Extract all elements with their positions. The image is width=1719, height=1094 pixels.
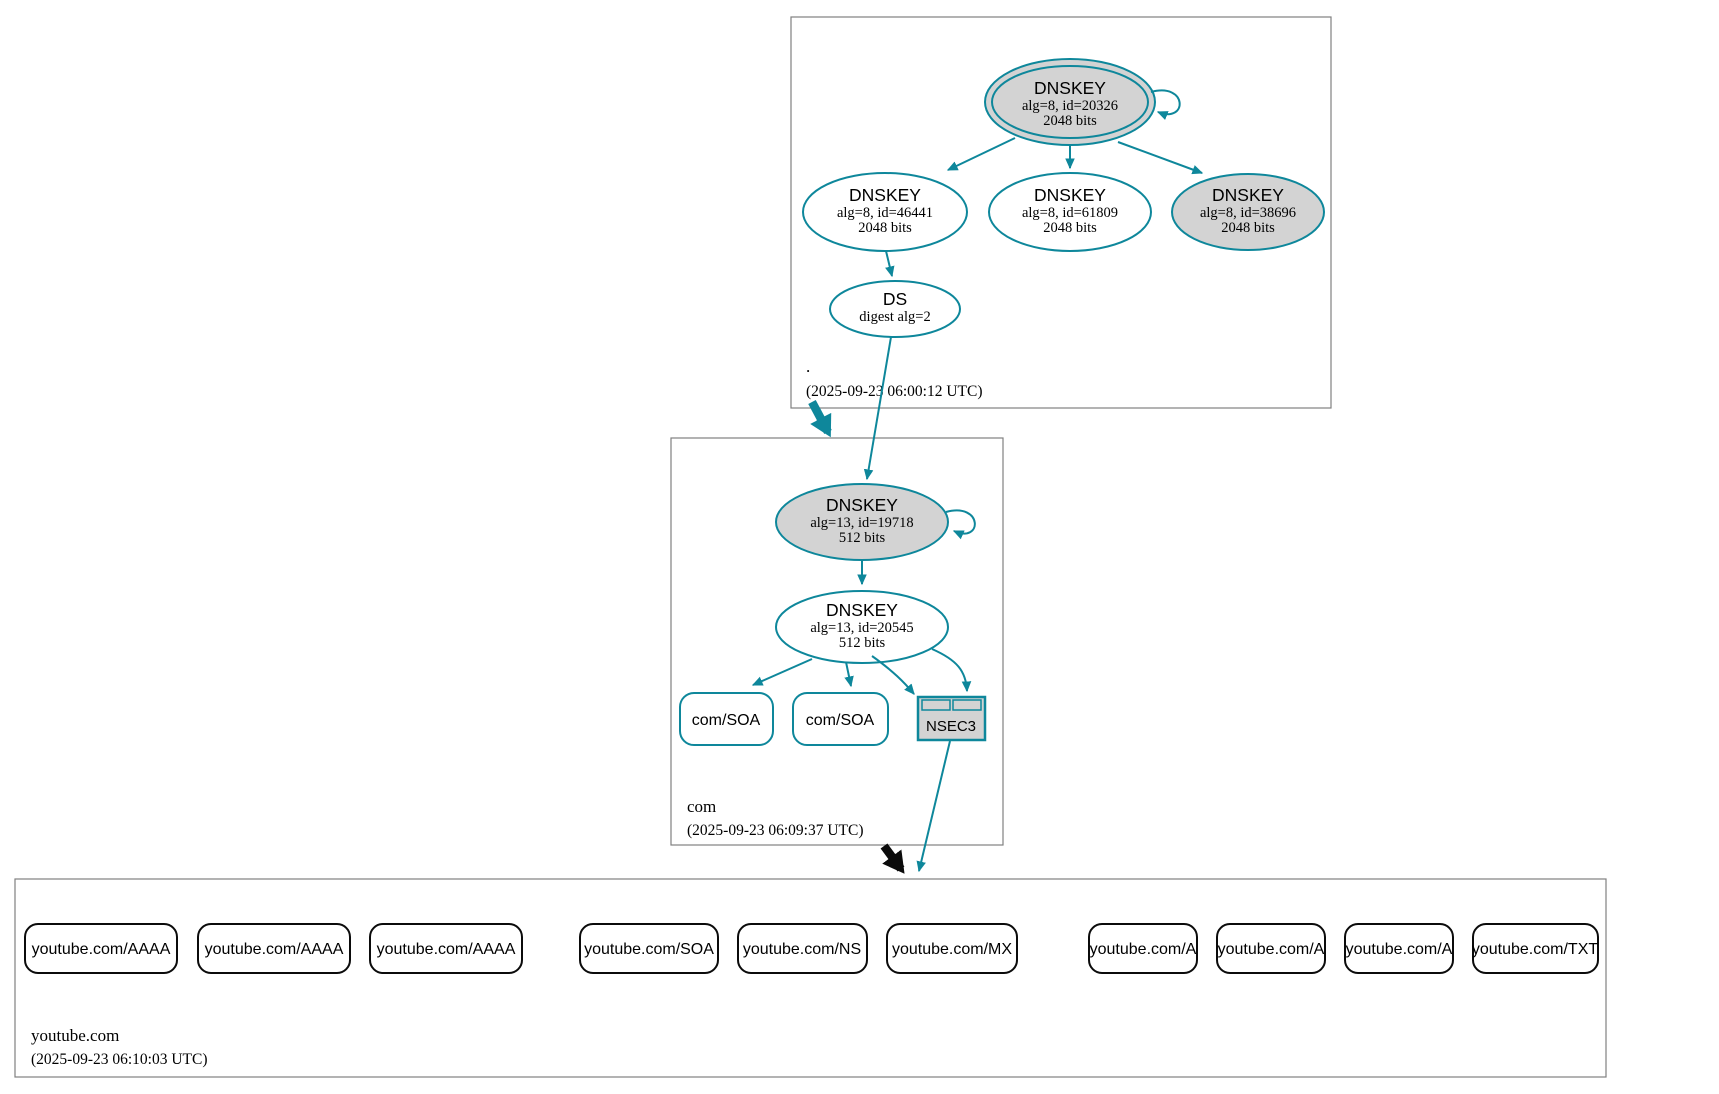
edge-root-ksk-to-38696 — [1117, 141, 1204, 175]
node-detail: 2048 bits — [858, 220, 912, 236]
node-rrset-youtube-txt[interactable]: youtube.com/TXT — [1472, 923, 1599, 974]
dnskey-ellipse — [988, 172, 1152, 252]
nsec3-label: NSEC3 — [926, 718, 976, 735]
node-detail: alg=8, id=61809 — [1022, 205, 1118, 221]
node-type-label: DNSKEY — [1034, 78, 1106, 98]
rrset-label: com/SOA — [806, 712, 875, 729]
edges — [751, 89, 1204, 874]
node-detail: 2048 bits — [1221, 220, 1275, 236]
node-type-label: DNSKEY — [849, 185, 921, 205]
node-rrset-youtube-aaaa-2[interactable]: youtube.com/AAAA — [197, 923, 351, 974]
node-detail: digest alg=2 — [859, 309, 930, 325]
rrset-label: youtube.com/A — [1090, 941, 1197, 958]
ds-ellipse — [829, 280, 961, 338]
zone-label-youtube: youtube.com — [31, 1026, 119, 1045]
zone-timestamp-youtube: (2025-09-23 06:10:03 UTC) — [31, 1051, 208, 1068]
zone-timestamp-com: (2025-09-23 06:09:37 UTC) — [687, 822, 864, 839]
node-detail: alg=8, id=46441 — [837, 205, 933, 221]
node-rrset-com-soa-2[interactable]: com/SOA — [792, 692, 889, 746]
dnskey-ellipse-outer — [984, 58, 1156, 146]
node-detail: 512 bits — [839, 635, 886, 651]
dnskey-ellipse — [802, 172, 968, 252]
edge-com-ksk-selfsign — [945, 509, 976, 540]
edge-ds-to-com-ksk — [863, 336, 892, 481]
edge-root-ksk-selfsign — [1150, 89, 1181, 121]
rrset-label: youtube.com/A — [1218, 941, 1325, 958]
edge-com-zsk-to-nsec3-left — [871, 655, 915, 695]
node-detail: alg=8, id=20326 — [1022, 98, 1118, 114]
edge-com-zsk-to-nsec3-right — [931, 648, 972, 693]
rrset-label: youtube.com/AAAA — [32, 941, 171, 958]
rrset-label: youtube.com/AAAA — [377, 941, 516, 958]
nsec3-cell-right — [952, 699, 982, 711]
edge-nsec3-to-youtube-zone — [916, 740, 951, 873]
node-detail: alg=8, id=38696 — [1200, 205, 1296, 221]
edge-com-zone-to-youtube-zone — [880, 843, 905, 874]
rrset-label: youtube.com/NS — [743, 941, 861, 958]
rrset-label: youtube.com/TXT — [1472, 941, 1599, 958]
node-ds-root[interactable]: DS digest alg=2 — [829, 280, 961, 338]
node-dnskey-20326[interactable]: DNSKEY alg=8, id=20326 2048 bits — [984, 58, 1156, 146]
node-type-label: DS — [883, 289, 907, 309]
zone-root: . (2025-09-23 06:00:12 UTC) DNSKEY alg=8… — [790, 16, 1332, 409]
node-detail: 2048 bits — [1043, 113, 1097, 129]
rrset-label: com/SOA — [692, 712, 761, 729]
rrset-box — [197, 923, 351, 974]
node-type-label: DNSKEY — [826, 495, 898, 515]
node-type-label: DNSKEY — [826, 600, 898, 620]
rrset-box — [24, 923, 178, 974]
rrset-label: youtube.com/AAAA — [205, 941, 344, 958]
node-dnskey-61809[interactable]: DNSKEY alg=8, id=61809 2048 bits — [988, 172, 1152, 252]
node-rrset-youtube-a-2[interactable]: youtube.com/A — [1216, 923, 1326, 974]
rrset-box — [1472, 923, 1599, 974]
node-rrset-youtube-a-1[interactable]: youtube.com/A — [1088, 923, 1198, 974]
rrset-label: youtube.com/SOA — [584, 941, 714, 958]
node-dnskey-20545[interactable]: DNSKEY alg=13, id=20545 512 bits — [775, 590, 949, 664]
rrset-label: youtube.com/A — [1346, 941, 1453, 958]
dnskey-ellipse — [775, 590, 949, 664]
node-detail: 512 bits — [839, 530, 886, 546]
node-type-label: DNSKEY — [1034, 185, 1106, 205]
node-dnskey-19718[interactable]: DNSKEY alg=13, id=19718 512 bits — [775, 483, 949, 561]
node-detail: alg=13, id=20545 — [810, 620, 913, 636]
zone-label-com: com — [687, 797, 716, 816]
edge-com-zsk-to-soa1 — [751, 658, 813, 686]
rrset-box — [1344, 923, 1454, 974]
rrset-box — [679, 692, 774, 746]
node-rrset-youtube-a-3[interactable]: youtube.com/A — [1344, 923, 1454, 974]
node-rrset-youtube-soa[interactable]: youtube.com/SOA — [579, 923, 719, 974]
rrset-box — [1216, 923, 1326, 974]
zone-box-youtube — [14, 878, 1607, 1078]
rrset-box — [1088, 923, 1198, 974]
dnskey-ellipse-inner — [991, 65, 1149, 139]
node-rrset-youtube-aaaa-3[interactable]: youtube.com/AAAA — [369, 923, 523, 974]
edge-root-zone-to-com-zone — [808, 400, 832, 438]
node-rrset-youtube-ns[interactable]: youtube.com/NS — [737, 923, 868, 974]
zone-timestamp-root: (2025-09-23 06:00:12 UTC) — [806, 383, 983, 400]
edge-root-ksk-to-46441 — [946, 137, 1016, 171]
node-rrset-youtube-aaaa-1[interactable]: youtube.com/AAAA — [24, 923, 178, 974]
dnskey-ellipse — [1171, 173, 1325, 251]
node-nsec3[interactable]: NSEC3 — [916, 695, 987, 742]
edge-46441-to-ds — [885, 250, 895, 278]
node-dnskey-38696[interactable]: DNSKEY alg=8, id=38696 2048 bits — [1171, 173, 1325, 251]
node-type-label: DNSKEY — [1212, 185, 1284, 205]
rrset-label: youtube.com/MX — [892, 941, 1012, 958]
node-rrset-youtube-mx[interactable]: youtube.com/MX — [886, 923, 1018, 974]
node-dnskey-46441[interactable]: DNSKEY alg=8, id=46441 2048 bits — [802, 172, 968, 252]
zone-com: com (2025-09-23 06:09:37 UTC) DNSKEY alg… — [670, 437, 1004, 846]
node-rrset-com-soa-1[interactable]: com/SOA — [679, 692, 774, 746]
rrset-box — [792, 692, 889, 746]
rrset-box — [579, 923, 719, 974]
zone-label-root: . — [806, 357, 810, 376]
rrset-box — [886, 923, 1018, 974]
rrset-box — [737, 923, 868, 974]
node-detail: alg=13, id=19718 — [810, 515, 913, 531]
nsec3-cell-left — [921, 699, 951, 711]
node-detail: 2048 bits — [1043, 220, 1097, 236]
zone-youtube: youtube.com (2025-09-23 06:10:03 UTC) yo… — [14, 878, 1607, 1078]
rrset-box — [369, 923, 523, 974]
edge-com-zsk-to-soa2 — [844, 661, 854, 688]
